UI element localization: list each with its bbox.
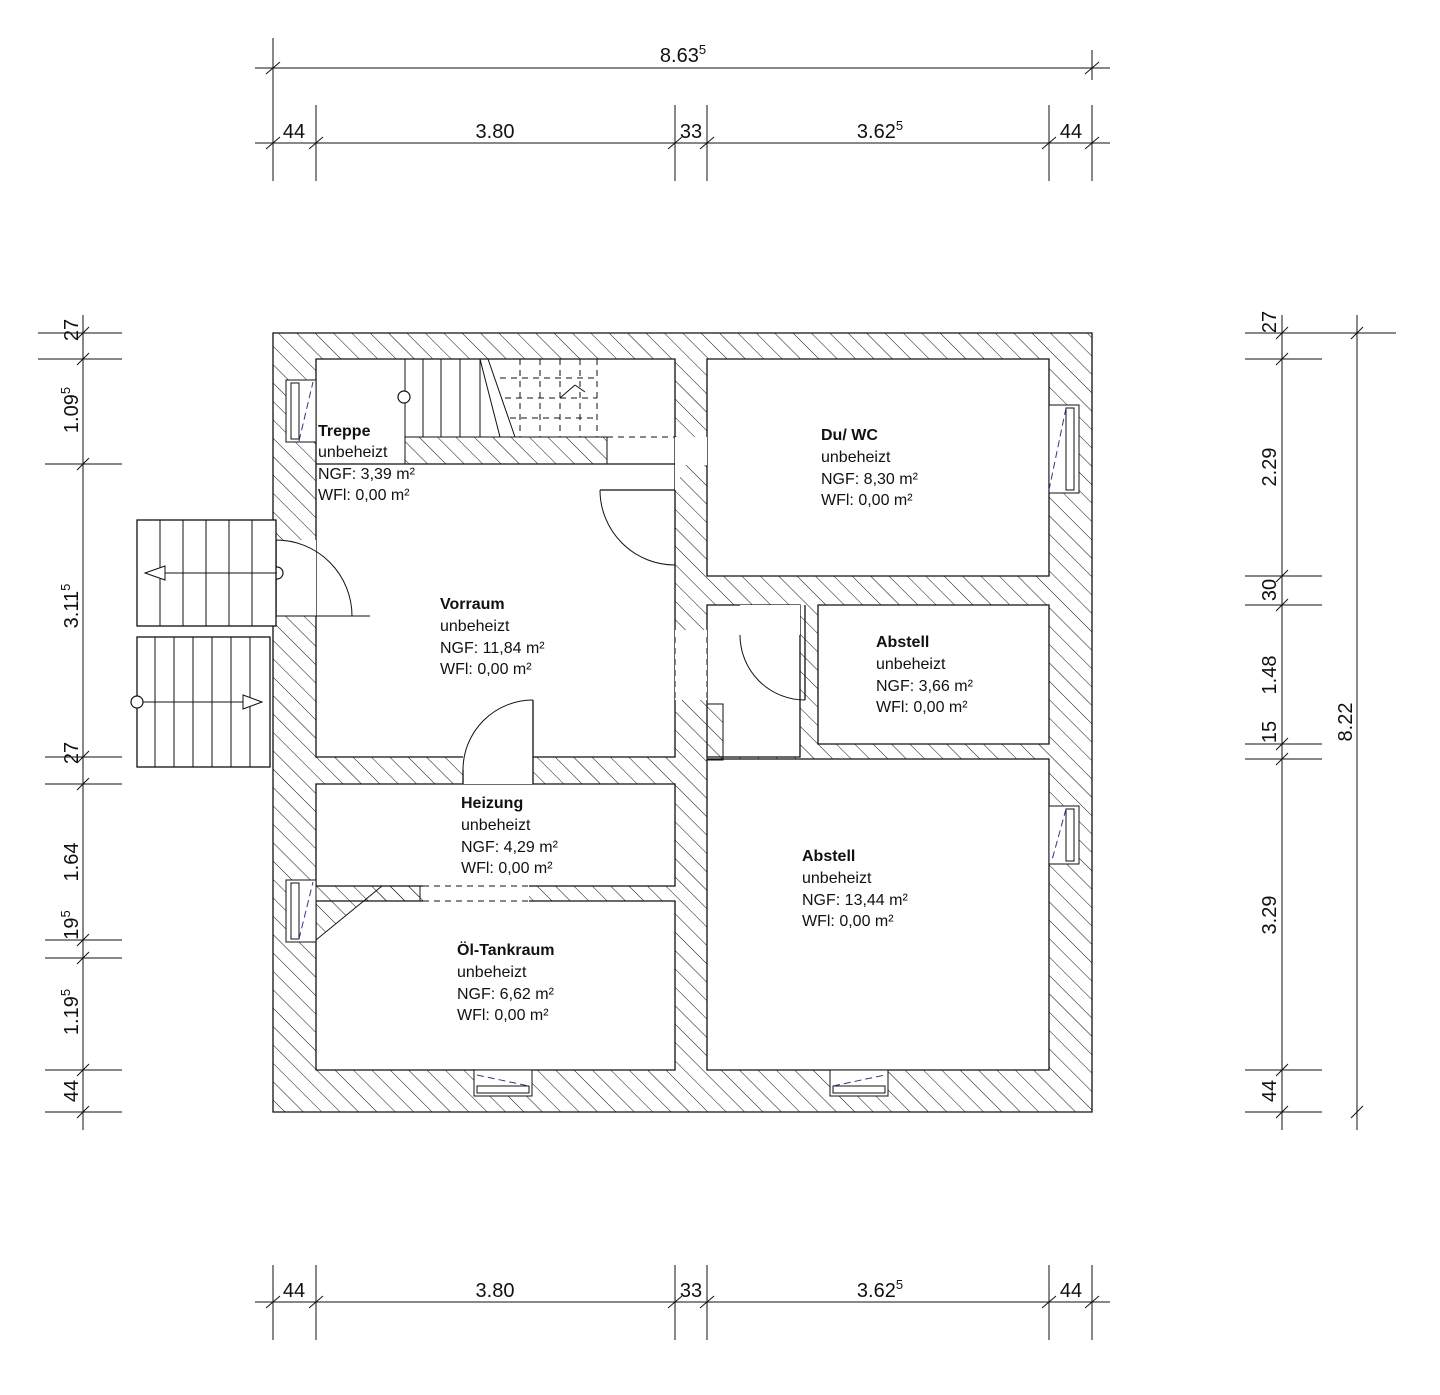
svg-text:Abstell: Abstell <box>876 634 929 651</box>
dim-right-seg: 1.48 <box>1259 656 1281 695</box>
svg-text:Öl-Tankraum: Öl-Tankraum <box>457 940 555 959</box>
svg-text:NGF: 4,29 m²: NGF: 4,29 m² <box>461 839 559 856</box>
dim-right-seg: 30 <box>1259 579 1281 601</box>
window-abstell-right <box>1048 805 1080 865</box>
svg-text:WFl: 0,00 m²: WFl: 0,00 m² <box>440 661 532 678</box>
svg-text:unbeheizt: unbeheizt <box>876 656 946 673</box>
room-label-abstell-large: Abstell unbeheizt NGF: 13,44 m² WFl: 0,0… <box>802 848 908 930</box>
svg-text:NGF: 13,44 m²: NGF: 13,44 m² <box>802 892 908 909</box>
walls <box>272 332 1093 1113</box>
svg-text:unbeheizt: unbeheizt <box>440 618 510 635</box>
dim-left-seg: 1.195 <box>58 989 83 1035</box>
svg-text:WFl: 0,00 m²: WFl: 0,00 m² <box>461 860 553 877</box>
room-label-heizung: Heizung unbeheizt NGF: 4,29 m² WFl: 0,00… <box>461 795 559 877</box>
dashed-lines <box>423 436 708 902</box>
svg-text:WFl: 0,00 m²: WFl: 0,00 m² <box>802 913 894 930</box>
svg-text:NGF: 6,62 m²: NGF: 6,62 m² <box>457 986 555 1003</box>
dim-right-seg: 44 <box>1259 1080 1281 1102</box>
dim-top-seg: 44 <box>283 121 305 143</box>
svg-text:WFl: 0,00 m²: WFl: 0,00 m² <box>876 699 968 716</box>
room-labels: Treppe unbeheizt NGF: 3,39 m² WFl: 0,00 … <box>318 423 974 1024</box>
dim-top-seg: 3.80 <box>476 121 515 143</box>
dim-top-total: 8.635 <box>660 42 706 67</box>
svg-text:Heizung: Heizung <box>461 795 523 812</box>
svg-text:Treppe: Treppe <box>318 423 371 440</box>
svg-text:WFl: 0,00 m²: WFl: 0,00 m² <box>318 487 410 504</box>
windows <box>285 379 1080 1097</box>
window-left-lower <box>285 879 317 943</box>
dim-bottom-seg: 3.625 <box>857 1277 903 1302</box>
dim-left-seg: 3.115 <box>58 584 83 629</box>
exterior-stair-lower <box>130 636 271 768</box>
room-label-oel-tankraum: Öl-Tankraum unbeheizt NGF: 6,62 m² WFl: … <box>457 940 555 1024</box>
dim-top-seg: 3.625 <box>857 118 903 143</box>
svg-text:WFl: 0,00 m²: WFl: 0,00 m² <box>821 492 913 509</box>
svg-text:NGF: 3,39 m²: NGF: 3,39 m² <box>318 466 416 483</box>
dim-right-seg: 27 <box>1259 311 1281 333</box>
svg-text:Du/ WC: Du/ WC <box>821 427 878 444</box>
room-label-abstell-small: Abstell unbeheizt NGF: 3,66 m² WFl: 0,00… <box>876 634 974 716</box>
window-treppe <box>285 379 317 443</box>
svg-text:unbeheizt: unbeheizt <box>821 449 891 466</box>
dim-left-seg: 1.64 <box>61 843 83 882</box>
dim-right-seg: 15 <box>1259 721 1281 743</box>
room-label-treppe: Treppe unbeheizt NGF: 3,39 m² WFl: 0,00 … <box>318 423 416 504</box>
door-heizung <box>462 699 534 784</box>
svg-text:Abstell: Abstell <box>802 848 855 865</box>
svg-text:WFl: 0,00 m²: WFl: 0,00 m² <box>457 1007 549 1024</box>
dim-bottom-seg: 44 <box>283 1280 305 1302</box>
window-bottom-right <box>829 1069 889 1097</box>
dim-bottom-seg: 3.80 <box>476 1280 515 1302</box>
door-abstell-small <box>739 605 806 701</box>
svg-text:Vorraum: Vorraum <box>440 596 505 613</box>
window-du-wc <box>1048 404 1080 494</box>
dim-left-seg: 195 <box>58 910 83 939</box>
dim-left-seg: 1.095 <box>58 387 83 433</box>
svg-text:NGF: 11,84 m²: NGF: 11,84 m² <box>440 640 545 657</box>
dimension-lines <box>38 38 1396 1340</box>
svg-text:NGF: 8,30 m²: NGF: 8,30 m² <box>821 471 919 488</box>
dim-bottom-seg: 44 <box>1060 1280 1082 1302</box>
svg-text:unbeheizt: unbeheizt <box>457 964 527 981</box>
dim-top-seg: 44 <box>1060 121 1082 143</box>
dim-left-seg: 27 <box>61 742 83 764</box>
dim-left-seg: 27 <box>61 319 83 341</box>
dim-right-total: 8.22 <box>1335 703 1357 742</box>
dimension-labels: 8.635 44 3.80 33 3.625 44 44 3.80 33 3.6… <box>58 42 1357 1302</box>
svg-text:unbeheizt: unbeheizt <box>318 444 388 461</box>
svg-text:NGF: 3,66 m²: NGF: 3,66 m² <box>876 678 974 695</box>
exterior-stair-upper <box>136 519 277 627</box>
doors <box>270 489 806 784</box>
dim-bottom-seg: 33 <box>680 1280 702 1302</box>
dim-top-seg: 33 <box>680 121 702 143</box>
dim-right-seg: 2.29 <box>1259 448 1281 487</box>
dim-right-seg: 3.29 <box>1259 896 1281 935</box>
room-label-vorraum: Vorraum unbeheizt NGF: 11,84 m² WFl: 0,0… <box>440 596 545 678</box>
svg-text:unbeheizt: unbeheizt <box>802 870 872 887</box>
door-du-wc <box>599 489 676 566</box>
window-bottom-left <box>473 1069 533 1097</box>
room-label-du-wc: Du/ WC unbeheizt NGF: 8,30 m² WFl: 0,00 … <box>821 427 919 509</box>
interior-stair <box>397 358 608 465</box>
svg-text:unbeheizt: unbeheizt <box>461 817 531 834</box>
dim-left-seg: 44 <box>61 1080 83 1102</box>
